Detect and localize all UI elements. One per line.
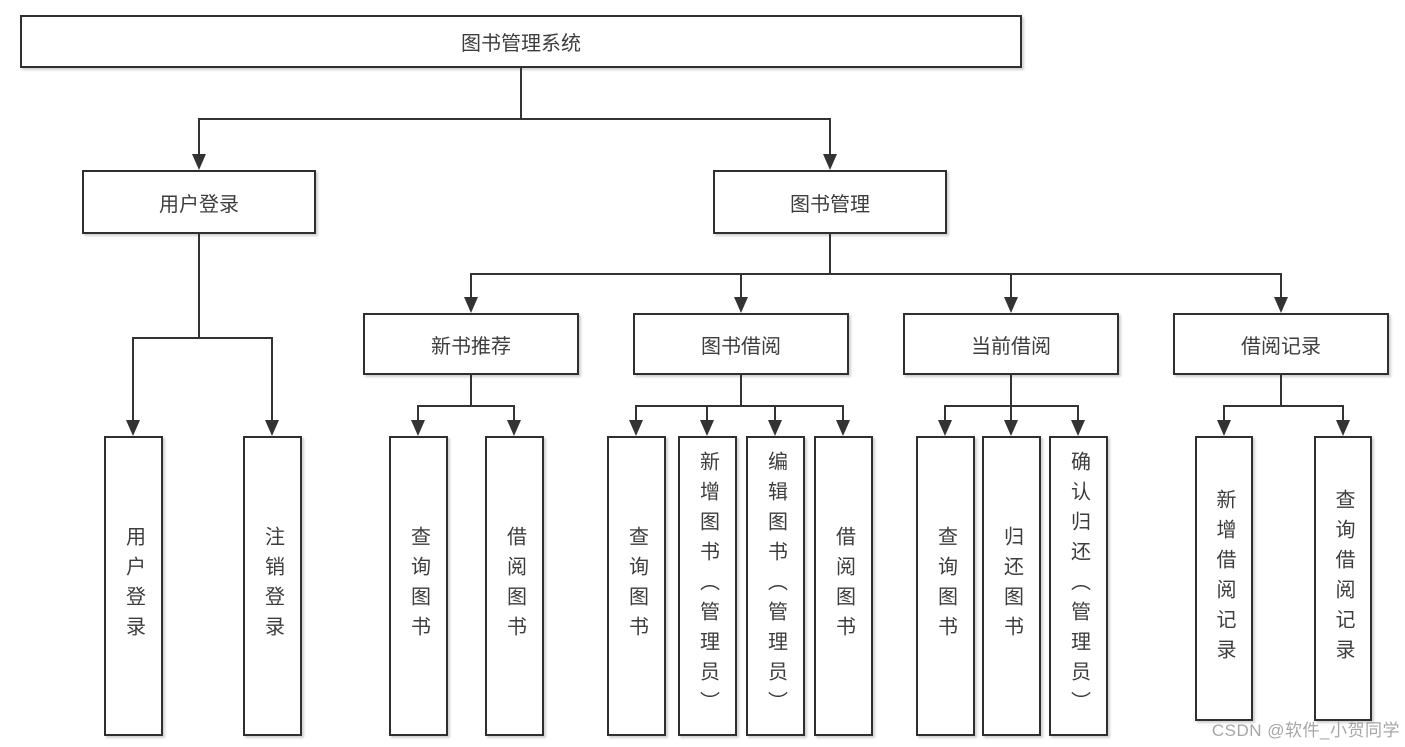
connector-group4-rail [1223, 405, 1344, 407]
node-book-management: 图书管理 [713, 170, 947, 234]
csdn-watermark: CSDN @软件_小贺同学 [1211, 721, 1400, 740]
arrowhead-icon [1004, 420, 1018, 436]
connector-group3-drop-2 [1010, 405, 1012, 421]
node-current-borrow: 当前借阅 [903, 313, 1119, 375]
node-root-label: 图书管理系统 [461, 33, 581, 55]
connector-group4-stem [1280, 375, 1282, 406]
arrowhead-icon [1004, 297, 1018, 313]
connector-mgmt-drop-4 [1280, 273, 1282, 298]
connector-group4-drop-1 [1223, 405, 1225, 421]
leaf-label: 归还图书 [1000, 526, 1023, 646]
leaf-borrow-books-1: 借阅图书 [485, 436, 544, 736]
node-label: 用户登录 [159, 193, 239, 216]
node-label: 新书推荐 [431, 335, 511, 358]
leaf-label: 借阅图书 [832, 526, 855, 646]
connector-group1-stem [470, 375, 472, 406]
arrowhead-icon [1336, 420, 1350, 436]
arrowhead-icon [836, 420, 850, 436]
connector-group3-drop-3 [1077, 405, 1079, 421]
node-label: 图书借阅 [701, 335, 781, 358]
arrowhead-icon [734, 297, 748, 313]
node-label: 当前借阅 [971, 335, 1051, 358]
leaf-query-books-2: 查询图书 [607, 436, 666, 736]
arrowhead-icon [464, 297, 478, 313]
connector-root-drop-1 [198, 118, 200, 155]
connector-mgmt-rail [470, 273, 1282, 275]
connector-group2-drop-4 [842, 405, 844, 421]
leaf-confirm-return-admin: 确认归还（管理员） [1049, 436, 1108, 736]
arrowhead-icon [126, 420, 140, 436]
connector-group2-drop-3 [774, 405, 776, 421]
arrowhead-icon [938, 420, 952, 436]
connector-group2-drop-1 [635, 405, 637, 421]
node-book-borrow: 图书借阅 [633, 313, 849, 375]
arrowhead-icon [411, 420, 425, 436]
leaf-label: 注销登录 [261, 526, 284, 646]
leaf-label: 新增借阅记录 [1213, 488, 1235, 669]
leaf-query-books-1: 查询图书 [389, 436, 448, 736]
arrowhead-icon [823, 154, 837, 170]
connector-mgmt-drop-3 [1010, 273, 1012, 298]
connector-group2-rail [635, 405, 844, 407]
leaf-logout: 注销登录 [243, 436, 302, 736]
arrowhead-icon [1071, 420, 1085, 436]
node-label: 图书管理 [790, 193, 870, 216]
leaf-label: 查询借阅记录 [1332, 488, 1354, 669]
arrowhead-icon [768, 420, 782, 436]
leaf-label: 用户登录 [122, 526, 145, 646]
connector-group3-stem [1010, 375, 1012, 406]
connector-group1-drop-1 [417, 405, 419, 421]
node-label: 借阅记录 [1241, 335, 1321, 358]
connector-mgmt-drop-1 [470, 273, 472, 298]
leaf-borrow-books-2: 借阅图书 [814, 436, 873, 736]
node-user-login: 用户登录 [82, 170, 316, 234]
leaf-label: 查询图书 [625, 526, 648, 646]
connector-login-rail [132, 337, 273, 339]
connector-login-drop-1 [132, 337, 134, 420]
leaf-label: 确认归还（管理员） [1067, 451, 1090, 721]
connector-login-stem [198, 234, 200, 337]
connector-root-rail [198, 118, 831, 120]
connector-group2-drop-2 [706, 405, 708, 421]
node-borrow-records: 借阅记录 [1173, 313, 1389, 375]
leaf-label: 查询图书 [407, 526, 430, 646]
leaf-label: 借阅图书 [503, 526, 526, 646]
leaf-user-login: 用户登录 [104, 436, 163, 736]
connector-group1-drop-2 [513, 405, 515, 421]
connector-mgmt-drop-2 [740, 273, 742, 298]
leaf-return-books: 归还图书 [982, 436, 1041, 736]
arrowhead-icon [265, 420, 279, 436]
leaf-query-books-3: 查询图书 [916, 436, 975, 736]
connector-login-drop-2 [271, 337, 273, 420]
arrowhead-icon [1274, 297, 1288, 313]
leaf-query-borrow-record: 查询借阅记录 [1314, 436, 1372, 721]
node-root: 图书管理系统 [20, 15, 1022, 68]
leaf-label: 查询图书 [934, 526, 957, 646]
arrowhead-icon [629, 420, 643, 436]
leaf-edit-books-admin: 编辑图书（管理员） [746, 436, 805, 736]
leaf-add-books-admin: 新增图书（管理员） [678, 436, 737, 736]
arrowhead-icon [700, 420, 714, 436]
connector-root-stem [520, 68, 522, 118]
connector-group3-drop-1 [944, 405, 946, 421]
connector-group4-drop-2 [1342, 405, 1344, 421]
connector-root-drop-2 [829, 118, 831, 155]
leaf-label: 新增图书（管理员） [696, 451, 719, 721]
arrowhead-icon [1217, 420, 1231, 436]
arrowhead-icon [507, 420, 521, 436]
connector-group1-rail [417, 405, 515, 407]
leaf-label: 编辑图书（管理员） [764, 451, 787, 721]
connector-group2-stem [740, 375, 742, 406]
connector-mgmt-stem [829, 234, 831, 273]
node-new-book-recommend: 新书推荐 [363, 313, 579, 375]
leaf-add-borrow-record: 新增借阅记录 [1195, 436, 1253, 721]
arrowhead-icon [192, 154, 206, 170]
